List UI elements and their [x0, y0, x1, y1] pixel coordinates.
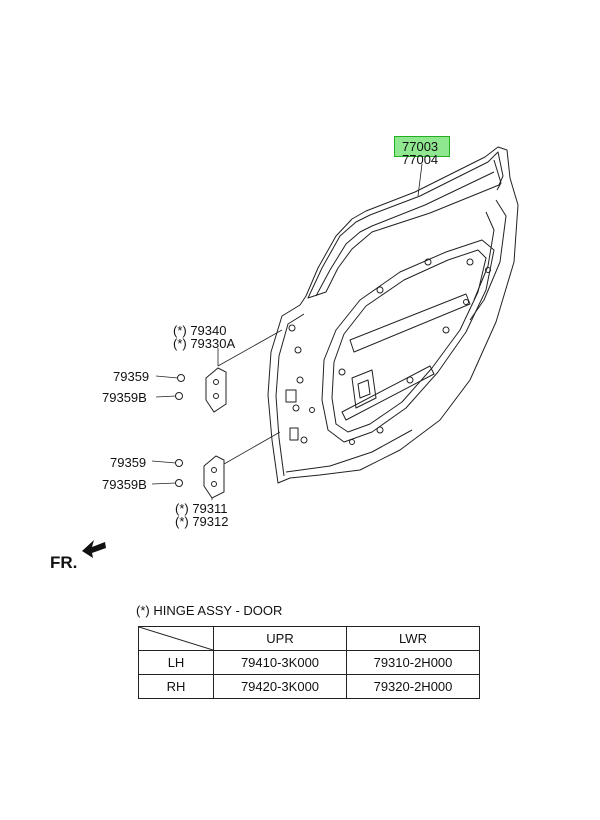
lower-hinge [203, 455, 225, 499]
callout-79312[interactable]: (*) 79312 [175, 514, 229, 529]
window-frame [307, 151, 504, 299]
callout-79359-lower[interactable]: 79359 [110, 455, 147, 470]
table-row: LH 79410-3K000 79310-2H000 [138, 650, 480, 675]
hinge-bolts [175, 374, 185, 487]
front-direction-label: FR. [50, 553, 78, 572]
door-outer-outline [267, 146, 519, 484]
callout-79359-upper[interactable]: 79359 [113, 369, 150, 384]
table-cell-part-number[interactable]: 79420-3K000 [213, 674, 347, 699]
part-highlight-box [394, 136, 450, 157]
table-header-upr: UPR [213, 626, 347, 651]
callout-79311[interactable]: (*) 79311 [175, 501, 228, 516]
callout-77003[interactable]: 77003 [402, 139, 439, 154]
table-cell-part-number[interactable]: 79310-2H000 [346, 650, 480, 675]
table-header-lwr: LWR [346, 626, 480, 651]
table-cell-part-number[interactable]: 79410-3K000 [213, 650, 347, 675]
hinge-part-table: UPR LWR LH 79410-3K000 79310-2H000 RH 79… [138, 626, 480, 699]
hinge-assy-note: (*) HINGE ASSY - DOOR [136, 603, 283, 618]
callout-79359b-lower[interactable]: 79359B [102, 477, 147, 492]
inner-panel [321, 239, 495, 443]
table-cell-part-number[interactable]: 79320-2H000 [346, 674, 480, 699]
callout-79330a[interactable]: (*) 79330A [173, 336, 236, 351]
table-header-row: UPR LWR [138, 626, 480, 651]
table-row: RH 79420-3K000 79320-2H000 [138, 674, 480, 699]
front-direction-arrow-icon [82, 540, 106, 558]
callout-79359b-upper[interactable]: 79359B [102, 390, 147, 405]
upper-hinge [205, 367, 227, 413]
table-cell-side: LH [138, 650, 214, 675]
callout-77004[interactable]: 77004 [402, 152, 439, 167]
corner-diagonal [139, 627, 213, 650]
table-cell-side: RH [138, 674, 214, 699]
callout-79340[interactable]: (*) 79340 [173, 323, 227, 338]
table-corner-cell [138, 626, 214, 651]
